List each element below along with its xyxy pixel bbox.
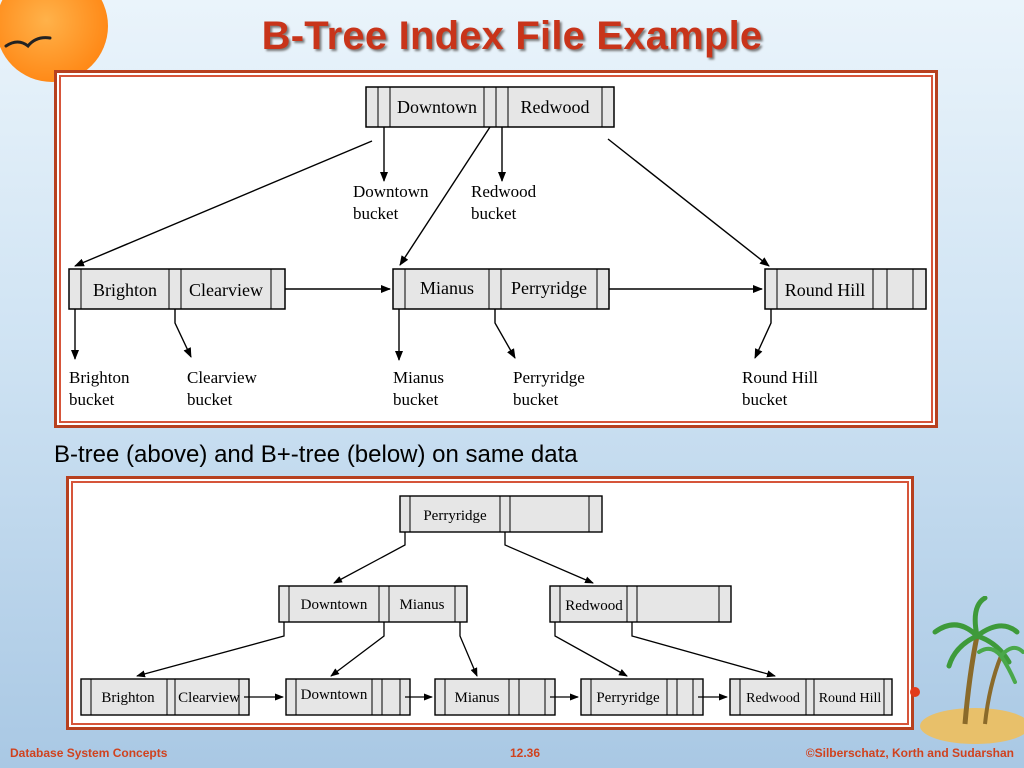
btree-bucket-label: bucket	[471, 204, 517, 223]
btree-right-key-1: Round Hill	[785, 280, 866, 300]
seagull-icon	[4, 36, 52, 49]
btree-bucket-label: bucket	[393, 390, 439, 409]
btree-right-node: Round Hill	[764, 268, 927, 310]
btree-bucket-label: Clearview	[187, 368, 258, 387]
bplustree-leaf-4: Perryridge	[580, 678, 704, 716]
btree-left-key-2: Clearview	[189, 280, 263, 300]
bplustree-ptr-to-leaf	[631, 622, 776, 678]
footer-copyright: ©Silberschatz, Korth and Sudarshan	[805, 746, 1014, 760]
btree-ptr-clearview-bucket	[174, 309, 192, 358]
btree-diagram-frame: Downtown Redwood Brighton Clearview Mian…	[54, 70, 938, 428]
bplustree-leaf-key: Mianus	[455, 690, 500, 706]
diagram-caption: B-tree (above) and B+-tree (below) on sa…	[54, 441, 578, 468]
bplustree-ptr-root-right	[504, 532, 594, 584]
btree-ptr-root-mid	[399, 126, 491, 266]
palm-island-decoration	[910, 596, 1024, 744]
bplustree-leaf-5: Redwood Round Hill	[729, 678, 893, 716]
bplustree-leaf-1: Brighton Clearview	[80, 678, 250, 716]
btree-bucket-label: bucket	[742, 390, 788, 409]
btree-ptr-perryridge-bucket	[494, 309, 516, 359]
btree-left-key-1: Brighton	[93, 280, 157, 300]
btree-mid-key-1: Mianus	[420, 278, 474, 298]
btree-bucket-label: Round Hill	[742, 368, 818, 387]
btree-ptr-root-left	[74, 140, 373, 267]
btree-bucket-label: bucket	[69, 390, 115, 409]
btree-root-key-2: Redwood	[521, 97, 590, 117]
slide-title: B-Tree Index File Example	[261, 14, 763, 58]
footer-slide-number: 12.36	[510, 746, 541, 760]
btree-root-node: Downtown Redwood	[365, 86, 615, 128]
bplustree-ptr-to-leaf	[554, 622, 628, 677]
btree-bucket-label: Mianus	[393, 368, 444, 387]
btree-bucket-label: Brighton	[69, 368, 130, 387]
bplustree-leaf-key: Downtown	[301, 687, 368, 703]
bplustree-inner-right-node: Redwood	[549, 585, 732, 623]
bplustree-inner-right-key-1: Redwood	[565, 598, 623, 614]
bplustree-ptr-root-left	[333, 532, 406, 584]
bplustree-leaf-3: Mianus	[434, 678, 556, 716]
bplustree-diagram: Perryridge Downtown Mianus Redwood	[80, 495, 893, 716]
bplustree-diagram-frame: Perryridge Downtown Mianus Redwood	[66, 476, 914, 730]
bplustree-root-key-1: Perryridge	[423, 508, 487, 524]
bplustree-ptr-to-leaf	[330, 622, 385, 677]
btree-ptr-root-right	[607, 138, 770, 267]
bplustree-root-node: Perryridge	[399, 495, 603, 533]
bplustree-leaf-key: Brighton	[101, 690, 155, 706]
bplustree-ptr-to-leaf	[136, 622, 285, 678]
btree-bucket-label: Downtown	[353, 182, 429, 201]
btree-ptr-roundhill-bucket	[754, 309, 772, 359]
btree-mid-node: Mianus Perryridge	[392, 268, 610, 310]
bplustree-leaf-key: Redwood	[746, 691, 800, 706]
bplustree-leaf-key: Round Hill	[819, 691, 882, 706]
footer-course-title: Database System Concepts	[10, 746, 168, 760]
btree-mid-key-2: Perryridge	[511, 278, 587, 298]
btree-bucket-label: bucket	[353, 204, 399, 223]
bplustree-leaf-2: Downtown	[285, 678, 411, 716]
bplustree-inner-left-key-1: Downtown	[301, 597, 368, 613]
bplustree-ptr-to-leaf	[459, 622, 478, 677]
bplustree-inner-left-node: Downtown Mianus	[278, 585, 468, 623]
bplustree-leaf-key: Clearview	[178, 690, 240, 706]
btree-bucket-label: bucket	[513, 390, 559, 409]
btree-bucket-label: Perryridge	[513, 368, 585, 387]
btree-root-key-1: Downtown	[397, 97, 477, 117]
bplustree-inner-left-key-2: Mianus	[400, 597, 445, 613]
btree-bucket-label: bucket	[187, 390, 233, 409]
btree-bucket-label: Redwood	[471, 182, 537, 201]
btree-left-node: Brighton Clearview	[68, 268, 286, 310]
btree-diagram: Downtown Redwood Brighton Clearview Mian…	[68, 86, 927, 409]
bplustree-leaf-key: Perryridge	[596, 690, 660, 706]
